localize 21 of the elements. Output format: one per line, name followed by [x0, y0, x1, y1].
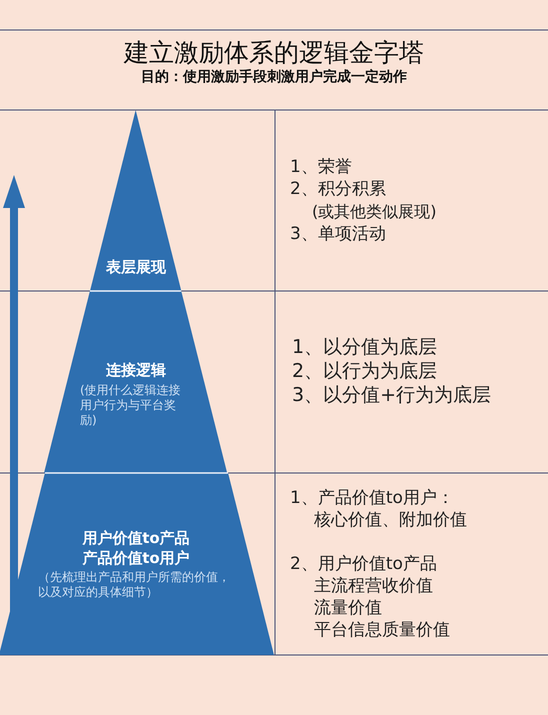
list-item: 2、积分积累 [290, 179, 386, 200]
level-title: (使用什么逻辑连接用户行为与平台奖励) [80, 383, 182, 428]
list-item: 核心价值、附加价值 [314, 510, 467, 532]
level-title: 产品价值to用户 [81, 549, 191, 568]
list-item: 1、荣誉 [290, 157, 352, 178]
list-item: 平台信息质量价值 [314, 620, 450, 642]
list-item: (或其他类似展现) [312, 202, 436, 222]
band-heading: 建立激励体系的逻辑金字塔 [122, 37, 425, 68]
band-note: 目的：使用激励手段刺激用户完成一定动作 [140, 69, 408, 86]
list-item: 1、产品价值to用户： [290, 488, 454, 510]
level-title: 表层展现 [104, 258, 167, 277]
list-item: 1、以分值为底层 [292, 336, 438, 360]
list-item: 3、单项活动 [290, 224, 386, 246]
list-item: 主流程营收价值 [314, 576, 433, 598]
list-item: 3、以分值+行为为底层 [292, 384, 492, 408]
list-item: 2、以行为为底层 [292, 360, 438, 384]
list-item: 2、用户价值to产品 [290, 554, 437, 576]
level-title: 连接逻辑 [104, 361, 167, 380]
list-item: 流量价值 [314, 598, 382, 620]
level-title: 用户价值to产品 [81, 529, 191, 548]
level-note: （先梳理出产品和用户所需的价值，以及对应的具体细节） [38, 570, 231, 600]
